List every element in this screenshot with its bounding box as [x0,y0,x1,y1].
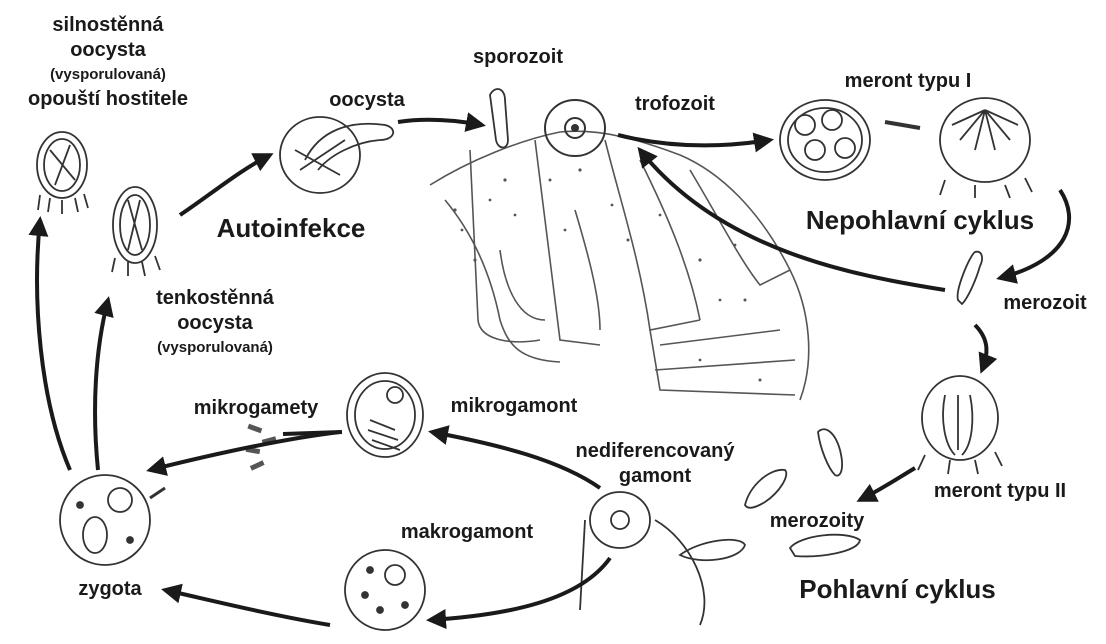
merozoity-cells [745,429,860,556]
trofozoit-cell [545,100,605,156]
arrow-zygota-to-thick [37,220,70,470]
meront-typu-i-cells [780,98,1032,198]
meront-typu-ii-cell [918,376,1002,474]
oocysta-cell [280,117,393,193]
label-meront-typu-i: meront typu I [828,70,988,93]
label-silnostenna-1: silnostěnná [38,14,178,37]
label-tenkostenna-2: oocysta [140,312,290,335]
label-mikrogamety: mikrogamety [176,397,336,420]
gamont-cell [580,492,745,625]
label-silnostenna-3: (vysporulovaná) [38,66,178,84]
label-nediferencovany-1: nediferencovaný [560,440,750,463]
arrow-oocysta-to-sporozoit [398,120,482,125]
label-merozoit: merozoit [990,292,1100,315]
label-pohlavni-cyklus: Pohlavní cyklus [785,574,1010,604]
arrow-mikrogamont-to-zygota [150,432,340,470]
arrow-merozoit-to-meront-ii [975,325,986,370]
label-sporozoit: sporozoit [458,46,578,69]
label-autoinfekce: Autoinfekce [206,213,376,243]
label-makrogamont: makrogamont [382,521,552,544]
tissue-dots [453,168,761,381]
thin-oocyst-cell [112,187,160,276]
arrow-makrogamont-to-zygota [165,590,330,625]
label-nepohlavni-cyklus: Nepohlavní cyklus [795,205,1045,235]
label-merozoity: merozoity [752,510,882,533]
sporozoit-cell [490,89,508,148]
zygota-cell [60,475,165,565]
label-oocysta: oocysta [312,89,422,112]
label-meront-typu-ii: meront typu II [905,480,1095,503]
merozoit-cell [958,252,982,304]
label-zygota: zygota [55,578,165,601]
thick-oocyst-cell [37,132,88,214]
label-nediferencovany-2: gamont [560,465,750,488]
label-tenkostenna-3: (vysporulovaná) [140,339,290,357]
cycle-arrows [37,120,1069,625]
host-epithelium [430,131,809,400]
label-mikrogamont: mikrogamont [434,395,594,418]
label-silnostenna-4: opouští hostitele [2,88,214,111]
arrow-zygota-to-thin [95,300,108,470]
arrow-mikrogamety-link [283,432,342,434]
mikrogamont-cell [347,373,423,457]
label-silnostenna-2: oocysta [38,39,178,62]
label-trofozoit: trofozoit [620,93,730,116]
makrogamont-cell [345,550,425,630]
arrow-trofozoit-to-meront [618,135,770,145]
label-tenkostenna-1: tenkostěnná [140,287,290,310]
arrow-thin-to-oocysta [180,155,270,215]
